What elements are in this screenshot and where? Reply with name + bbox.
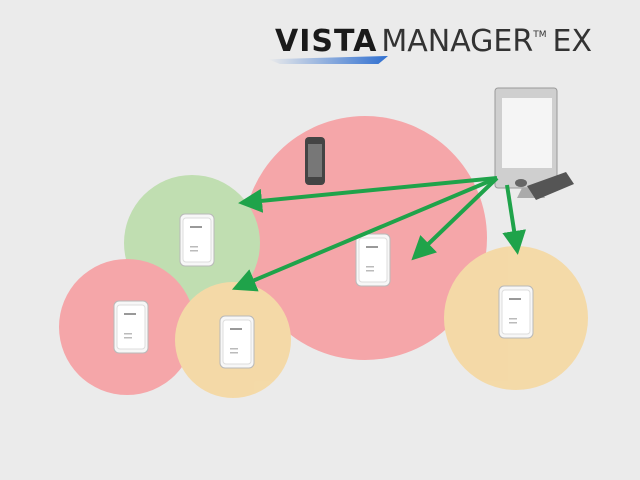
- access-point-icon: [355, 233, 391, 287]
- smartphone-icon: [305, 137, 325, 185]
- access-point-icon: [179, 213, 215, 267]
- logo-trademark: TM: [533, 30, 547, 40]
- connection-arrow: [231, 176, 498, 292]
- connection-arrow: [502, 184, 527, 255]
- logo-brand: VISTA: [275, 24, 378, 59]
- connection-arrow: [411, 176, 499, 261]
- access-point-icon: [498, 285, 534, 339]
- logo-product: MANAGER: [381, 24, 534, 59]
- access-point-icon: [113, 300, 149, 354]
- logo-swoosh: [268, 56, 388, 64]
- connection-arrow: [238, 176, 498, 213]
- logo-edition: EX: [552, 24, 593, 59]
- access-point-icon: [219, 315, 255, 369]
- desktop-computer-icon: [494, 87, 574, 200]
